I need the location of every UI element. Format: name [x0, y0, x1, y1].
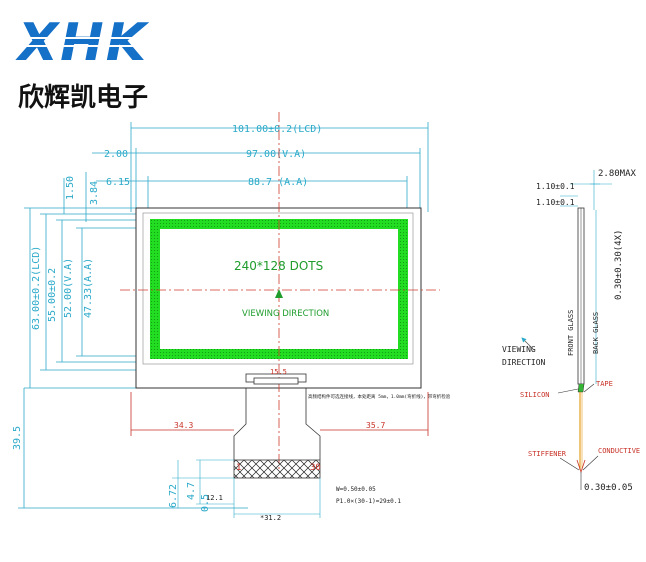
dim-lcd-width: 101.00±0.2(LCD) [232, 124, 322, 135]
label-front-glass: FRONT GLASS [567, 310, 575, 356]
dim-side-max: 2.80MAX [598, 169, 637, 179]
side-viewing-word: VIEWING [502, 345, 536, 354]
fpc-pin-30: 30 [310, 463, 321, 473]
company-logo: XHK [14, 13, 154, 73]
dim-side-thickness: 0.30±0.30(4X) [614, 230, 624, 300]
fpc-lower [233, 459, 321, 479]
dim-height-2: 55.00±0.2 [47, 268, 58, 322]
dim-connector-width: 15.5 [270, 368, 287, 376]
fpc-tail [233, 373, 321, 460]
dim-side-top: 1.10±0.1 [536, 182, 575, 191]
label-tape: TAPE [596, 380, 613, 388]
fpc-note: 高频结构件可选连接线，本处距离 5mm，1.0mm(弯折线)，带弯折检验 [308, 393, 451, 400]
dim-side-bottom: 0.30±0.05 [584, 483, 633, 493]
dim-left-offset-inner: 6.15 [106, 177, 130, 188]
dim-va-height: 52.00(V.A) [63, 258, 74, 318]
dim-pitch-p: P1.0×(30-1)=29±0.1 [336, 498, 401, 505]
label-conductive: CONDUCTIVE [598, 447, 640, 455]
dim-left-offset-outer: 2.00 [104, 149, 128, 160]
viewing-direction-label: VIEWING DIRECTION [242, 309, 329, 319]
viewing-arrow-icon [275, 289, 283, 298]
dim-lcd-height: 63.00±0.2(LCD) [31, 246, 42, 330]
label-stiffener: STIFFENER [528, 450, 567, 458]
fpc-pin-1: 1 [236, 463, 241, 473]
company-name: 欣辉凯电子 [18, 83, 148, 113]
dim-va-width: 97.00(V.A) [246, 149, 306, 160]
label-silicon: SILICON [520, 391, 550, 399]
left-dimensions [18, 172, 248, 509]
tail-dimensions [130, 392, 429, 436]
dim-pin-width: *31.2 [260, 514, 281, 522]
top-dimensions [92, 122, 429, 218]
dim-aa-height: 47.33(A.A) [83, 258, 94, 318]
dim-tail-right: 35.7 [366, 421, 385, 430]
dim-bottom-a: 6.72 [168, 484, 179, 508]
dim-pitch-w: W=0.50±0.05 [336, 486, 376, 493]
dim-tail-left: 34.3 [174, 421, 193, 430]
pin-dimensions [172, 459, 321, 518]
lcd-glass-edge [142, 212, 414, 365]
dim-stiffener-len: 12.1 [206, 494, 223, 502]
dim-bottom-c: 0.5 [200, 494, 211, 512]
dim-tail-total: 39.5 [12, 426, 23, 450]
logo-text: XHK [15, 13, 150, 73]
center-lines [120, 112, 440, 470]
display-dots: 240*128 DOTS [234, 259, 323, 273]
dim-top-offset-2: 3.84 [89, 181, 100, 205]
side-direction-word: DIRECTION [502, 358, 546, 367]
dim-bottom-b: 4.7 [186, 482, 197, 500]
side-view [521, 170, 612, 490]
dim-top-offset-1: 1.50 [65, 176, 76, 200]
label-back-glass: BACK GLASS [592, 312, 600, 354]
dim-aa-width: 88.7 (A.A) [248, 177, 308, 188]
dim-side-top-2: 1.10±0.1 [536, 198, 575, 207]
